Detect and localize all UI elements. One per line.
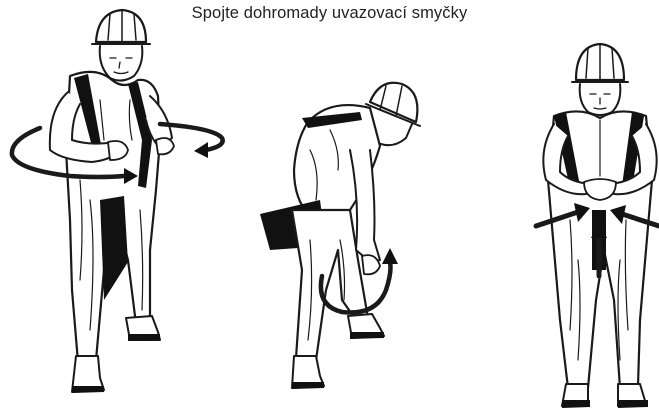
helmet-icon <box>92 10 150 44</box>
figure-3-worker-joining-loops <box>450 0 659 418</box>
figure-1-worker-wrapping-strap <box>0 0 230 418</box>
helmet-icon <box>572 44 628 82</box>
figure-2-worker-bending <box>230 0 450 418</box>
